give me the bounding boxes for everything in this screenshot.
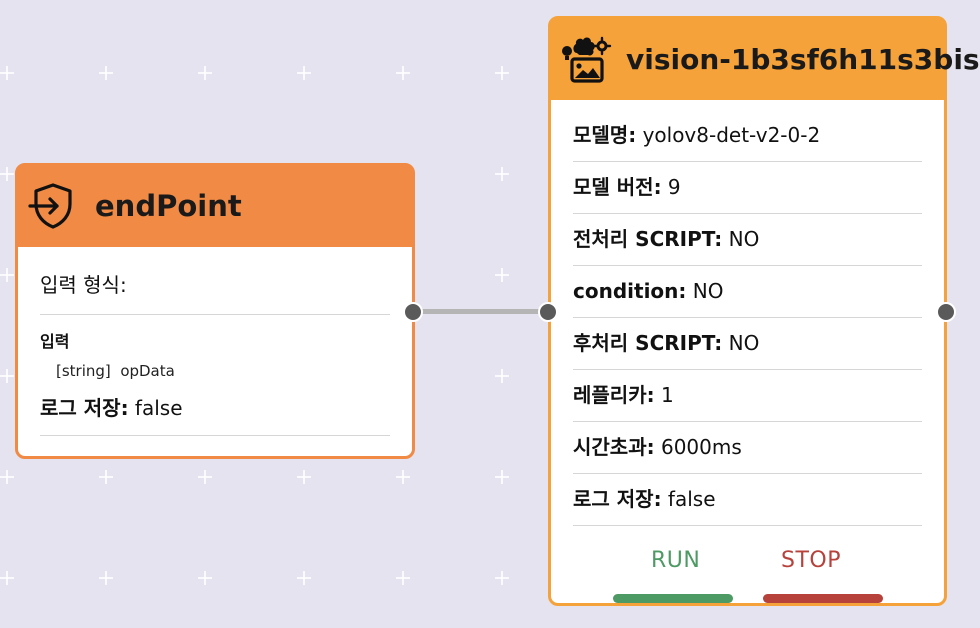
grid-plus [495, 571, 509, 585]
row-value: 1 [660, 383, 674, 407]
run-button-bar [613, 594, 733, 603]
grid-plus [297, 571, 311, 585]
stop-button[interactable]: STOP [781, 548, 841, 573]
vision-input-port[interactable] [538, 302, 558, 322]
row-preprocess-script: 전처리 SCRIPT: NO [573, 214, 922, 266]
vision-node-actions: RUN STOP [573, 526, 922, 603]
grid-plus [297, 66, 311, 80]
row-value: false [667, 487, 716, 511]
grid-plus [0, 369, 14, 383]
vision-output-port[interactable] [936, 302, 956, 322]
row-value: 9 [667, 175, 681, 199]
input-section-label: 입력 [40, 332, 70, 351]
connection-edge[interactable] [420, 309, 548, 314]
row-key: 레플리카: [573, 383, 655, 407]
row-key: 시간초과: [573, 435, 655, 459]
row-value: NO [728, 331, 760, 355]
grid-plus [495, 369, 509, 383]
endpoint-log-value: false [134, 396, 183, 420]
row-postprocess-script: 후처리 SCRIPT: NO [573, 318, 922, 370]
row-key: 모델 버전: [573, 175, 662, 199]
row-key: 모델명: [573, 123, 637, 147]
grid-plus [198, 470, 212, 484]
grid-plus [99, 470, 113, 484]
vision-node-title: vision-1b3sf6h11s3bis [626, 42, 980, 76]
row-value: 6000ms [660, 435, 742, 459]
vision-node-header[interactable]: vision-1b3sf6h11s3bis [550, 18, 980, 100]
row-model-name: 모델명: yolov8-det-v2-0-2 [573, 110, 922, 162]
input-param: [string] opData [56, 362, 390, 380]
row-key: 후처리 SCRIPT: [573, 331, 723, 355]
grid-plus [0, 571, 14, 585]
endpoint-node[interactable]: endPoint 입력 형식: 입력 [string] opData 로그 저장… [15, 163, 415, 459]
grid-plus [495, 167, 509, 181]
grid-plus [99, 571, 113, 585]
grid-plus [396, 571, 410, 585]
endpoint-log-row: 로그 저장: false [40, 392, 390, 436]
grid-plus [198, 66, 212, 80]
row-condition: condition: NO [573, 266, 922, 318]
run-button[interactable]: RUN [651, 548, 701, 573]
grid-plus [396, 470, 410, 484]
input-format-label: 입력 형식: [40, 269, 390, 315]
stop-button-bar [763, 594, 883, 603]
grid-plus [0, 167, 14, 181]
grid-plus [0, 66, 14, 80]
row-replica: 레플리카: 1 [573, 370, 922, 422]
row-value: NO [728, 227, 760, 251]
endpoint-node-title: endPoint [95, 189, 242, 223]
endpoint-log-label: 로그 저장: [40, 396, 129, 420]
row-log-save: 로그 저장: false [573, 474, 922, 526]
vision-node[interactable]: vision-1b3sf6h11s3bis 모델명: yolov8-det-v2… [548, 16, 980, 606]
input-param-name: opData [120, 362, 175, 380]
endpoint-output-port[interactable] [403, 302, 423, 322]
grid-plus [99, 66, 113, 80]
row-key: 전처리 SCRIPT: [573, 227, 723, 251]
grid-plus [495, 268, 509, 282]
row-timeout: 시간초과: 6000ms [573, 422, 922, 474]
grid-plus [297, 470, 311, 484]
grid-plus [198, 571, 212, 585]
grid-plus [0, 470, 14, 484]
row-key: condition: [573, 279, 687, 303]
row-value: yolov8-det-v2-0-2 [642, 123, 821, 147]
grid-plus [495, 470, 509, 484]
vision-model-icon [558, 31, 614, 87]
row-key: 로그 저장: [573, 487, 662, 511]
shield-arrow-in-icon [27, 180, 79, 232]
endpoint-node-header[interactable]: endPoint [17, 165, 413, 247]
input-param-type: [string] [56, 362, 111, 380]
row-value: NO [692, 279, 724, 303]
grid-plus [495, 66, 509, 80]
grid-plus [0, 268, 14, 282]
grid-plus [396, 66, 410, 80]
row-model-version: 모델 버전: 9 [573, 162, 922, 214]
